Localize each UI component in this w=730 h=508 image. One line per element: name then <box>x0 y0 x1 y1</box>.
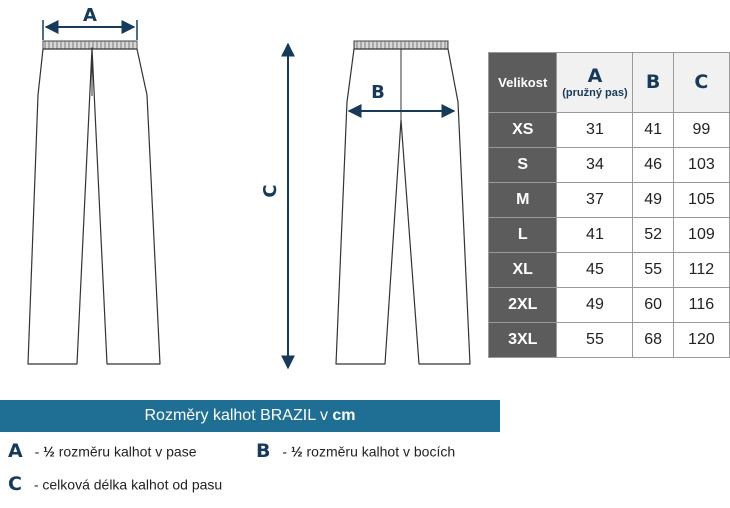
header-col-b: B <box>632 52 674 113</box>
legend-b-prefix: - <box>282 443 291 460</box>
value-a: 34 <box>556 147 634 183</box>
header-col-a: A (pružný pas) <box>556 52 634 113</box>
legend-c-text: - celková délka kalhot od pasu <box>33 476 223 493</box>
value-c: 105 <box>672 182 730 218</box>
legend-a-letter: A <box>8 440 23 463</box>
header-col-a-sub: (pružný pas) <box>562 86 628 99</box>
value-a: 45 <box>556 252 634 288</box>
value-c: 120 <box>672 322 730 358</box>
value-a: 41 <box>556 217 634 253</box>
table-row: 3XL 55 68 120 <box>487 322 730 358</box>
legend-a-prefix: - <box>34 443 44 460</box>
table-row: XL 45 55 112 <box>487 252 730 288</box>
caption-text: Rozměry kalhot BRAZIL v <box>144 407 333 424</box>
legend-b-letter: B <box>256 440 271 463</box>
legend-a-text: rozměru kalhot v pase <box>54 443 197 460</box>
dimension-b-label: B <box>371 82 385 103</box>
table-row: L 41 52 109 <box>487 217 730 253</box>
header-size: Velikost <box>487 52 558 113</box>
table-row: S 34 46 103 <box>487 147 730 183</box>
dimension-a-arrow <box>42 20 138 40</box>
caption-unit: cm <box>332 407 356 424</box>
dimension-a-label: A <box>83 5 97 26</box>
value-b: 52 <box>632 217 674 253</box>
legend-a-fraction: ½ <box>43 443 55 460</box>
size-cell: XS <box>487 112 558 148</box>
value-c: 116 <box>672 287 730 323</box>
legend-b: B - ½ rozměru kalhot v bocích <box>256 440 455 461</box>
table-row: XS 31 41 99 <box>487 112 730 148</box>
legend-b-text: rozměru kalhot v bocích <box>302 443 456 460</box>
value-a: 37 <box>556 182 634 218</box>
value-c: 112 <box>672 252 730 288</box>
size-cell: XL <box>487 252 558 288</box>
value-b: 46 <box>632 147 674 183</box>
value-b: 49 <box>632 182 674 218</box>
size-cell: 3XL <box>487 322 558 358</box>
size-cell: S <box>487 147 558 183</box>
value-a: 49 <box>556 287 634 323</box>
dimension-c-label: C <box>260 184 281 197</box>
header-col-a-letter: A <box>587 64 603 87</box>
back-pants-outline <box>335 40 471 365</box>
header-col-c: C <box>672 52 730 113</box>
value-b: 60 <box>632 287 674 323</box>
legend-c: C - celková délka kalhot od pasu <box>8 473 222 494</box>
header-col-b-letter: B <box>645 71 661 93</box>
table-row: M 37 49 105 <box>487 182 730 218</box>
value-a: 55 <box>556 322 634 358</box>
value-a: 31 <box>556 112 634 148</box>
table-header-row: Velikost A (pružný pas) B C <box>487 52 730 113</box>
value-c: 99 <box>672 112 730 148</box>
legend-b-fraction: ½ <box>290 443 303 460</box>
table-row: 2XL 49 60 116 <box>487 287 730 323</box>
caption-bar: Rozměry kalhot BRAZIL v cm <box>0 400 500 432</box>
value-b: 68 <box>632 322 674 358</box>
header-col-c-letter: C <box>694 71 709 93</box>
value-c: 103 <box>672 147 730 183</box>
legend-a: A - ½ rozměru kalhot v pase <box>8 440 196 461</box>
value-b: 55 <box>632 252 674 288</box>
size-table: Velikost A (pružný pas) B C XS 31 41 99 … <box>487 52 730 358</box>
size-cell: L <box>487 217 558 253</box>
value-c: 109 <box>672 217 730 253</box>
legend-c-letter: C <box>8 473 22 496</box>
size-cell: M <box>487 182 558 218</box>
size-cell: 2XL <box>487 287 558 323</box>
value-b: 41 <box>632 112 674 148</box>
front-pants-outline <box>27 40 161 365</box>
